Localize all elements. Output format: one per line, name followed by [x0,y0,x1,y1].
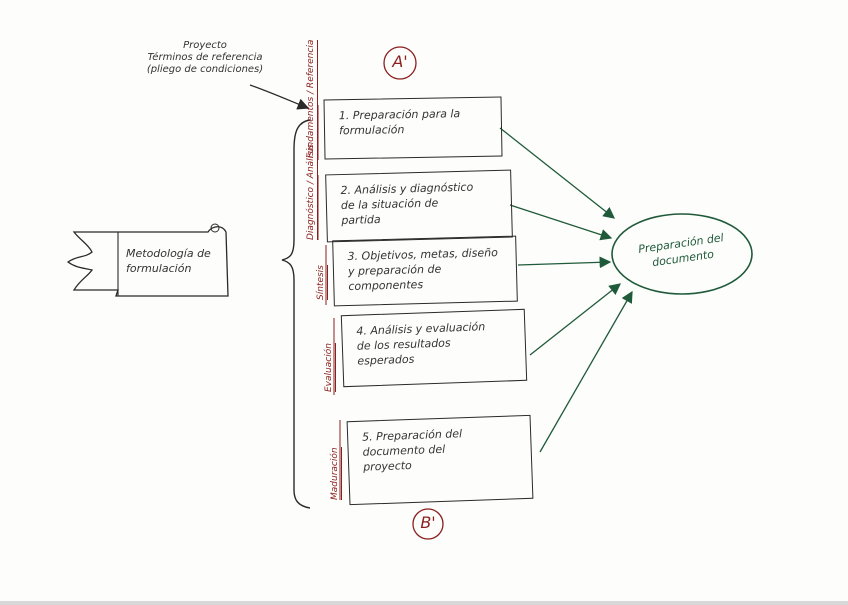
marker-b-circle [412,508,444,540]
step-3-line3: componentes [348,278,424,294]
methodology-line2: formulación [126,262,192,275]
connector-3 [517,256,612,269]
connector-4 [529,283,622,356]
connector-1 [499,127,616,219]
step-1-line2: formulación [338,123,405,138]
methodology-scroll [66,226,229,297]
methodology-line1: Metodología de [126,247,211,260]
project-note: Proyecto Términos de referencia (pliego … [130,40,280,76]
project-note-line3: (pliego de condiciones) [146,64,264,75]
step-box-3: 3. Objetivos, metas, diseño y preparació… [332,235,518,307]
step-box-4: 4. Análisis y evaluación de los resultad… [340,308,528,388]
marker-b-label: B' [420,513,436,532]
step-box-5: 5. Preparación del documento del proyect… [346,414,534,506]
step-3-side-label: Síntesis [316,265,328,300]
step-box-2: 2. Análisis y diagnóstico de la situació… [325,169,513,243]
methodology-label: Metodología de formulación [126,246,226,276]
step-2-line3: partida [341,213,381,228]
marker-a-circle [383,46,417,80]
project-arrow [249,84,310,110]
step-5-side-label: Maduración [330,447,342,500]
step-box-1: 1. Preparación para la formulación [323,96,503,160]
step-4-side-label: Evaluación [324,343,336,392]
project-note-line1: Proyecto [183,40,227,51]
curly-brace [281,119,311,509]
step-1-side-label: Fundamentos / Referencia [306,39,318,158]
connector-2 [509,204,613,241]
scan-edge [0,601,848,605]
step-2-side-label: Diagnóstico / Análisis [306,143,318,240]
marker-a-label: A' [392,52,408,71]
connector-5 [539,290,633,453]
project-note-line2: Términos de referencia [147,52,263,63]
target-ellipse [611,213,753,295]
